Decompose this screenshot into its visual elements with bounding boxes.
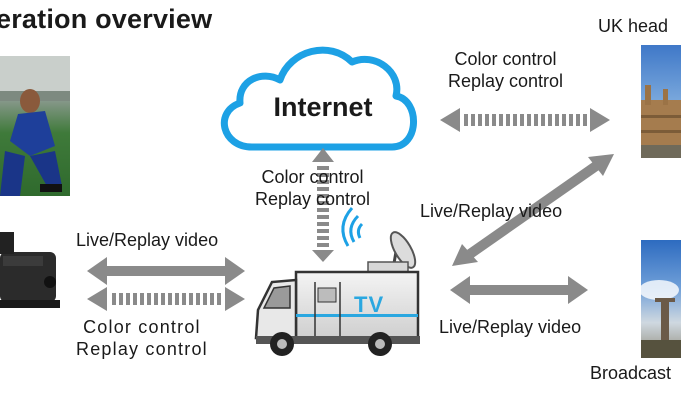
broadcast-caption: Broadcast xyxy=(590,363,672,383)
color-control-text: Color control xyxy=(454,49,557,69)
uk-headquarters-caption: UK head xyxy=(598,16,669,36)
camera-van-control-label: Color control Replay control xyxy=(76,316,208,360)
broadcast-photo xyxy=(641,240,681,358)
camera-photo xyxy=(0,222,62,317)
van-tv-label: TV xyxy=(354,292,385,317)
uk-headquarters-photo xyxy=(641,45,681,158)
camera-van-video-label: Live/Replay video xyxy=(76,230,219,250)
cloud-hq-arrow xyxy=(440,108,610,132)
van-hq-video-label: Live/Replay video xyxy=(420,201,563,221)
internet-cloud-icon xyxy=(220,46,417,151)
soccer-player-photo xyxy=(0,56,70,196)
color-control-text: Color control xyxy=(261,167,364,187)
hq-cloud-control-label: Color control Replay control xyxy=(448,48,563,92)
van-broadcast-video-label: Live/Replay video xyxy=(439,317,582,337)
replay-control-text: Replay control xyxy=(76,339,208,359)
replay-control-text: Replay control xyxy=(448,71,564,91)
internet-label: Internet xyxy=(273,92,373,122)
cloud-van-control-label: Color control Replay control xyxy=(255,166,370,210)
camera-van-control-arrow xyxy=(87,287,245,311)
color-control-text: Color control xyxy=(83,317,201,337)
camera-van-video-arrow xyxy=(87,257,245,285)
van-hq-diagonal-arrow xyxy=(452,154,614,266)
van-broadcast-arrow xyxy=(450,276,588,304)
replay-control-text: Replay control xyxy=(255,189,371,209)
cloud-van-arrow xyxy=(312,148,334,262)
broadcast-van-icon xyxy=(254,207,420,356)
page-title: eration overview xyxy=(0,4,213,34)
